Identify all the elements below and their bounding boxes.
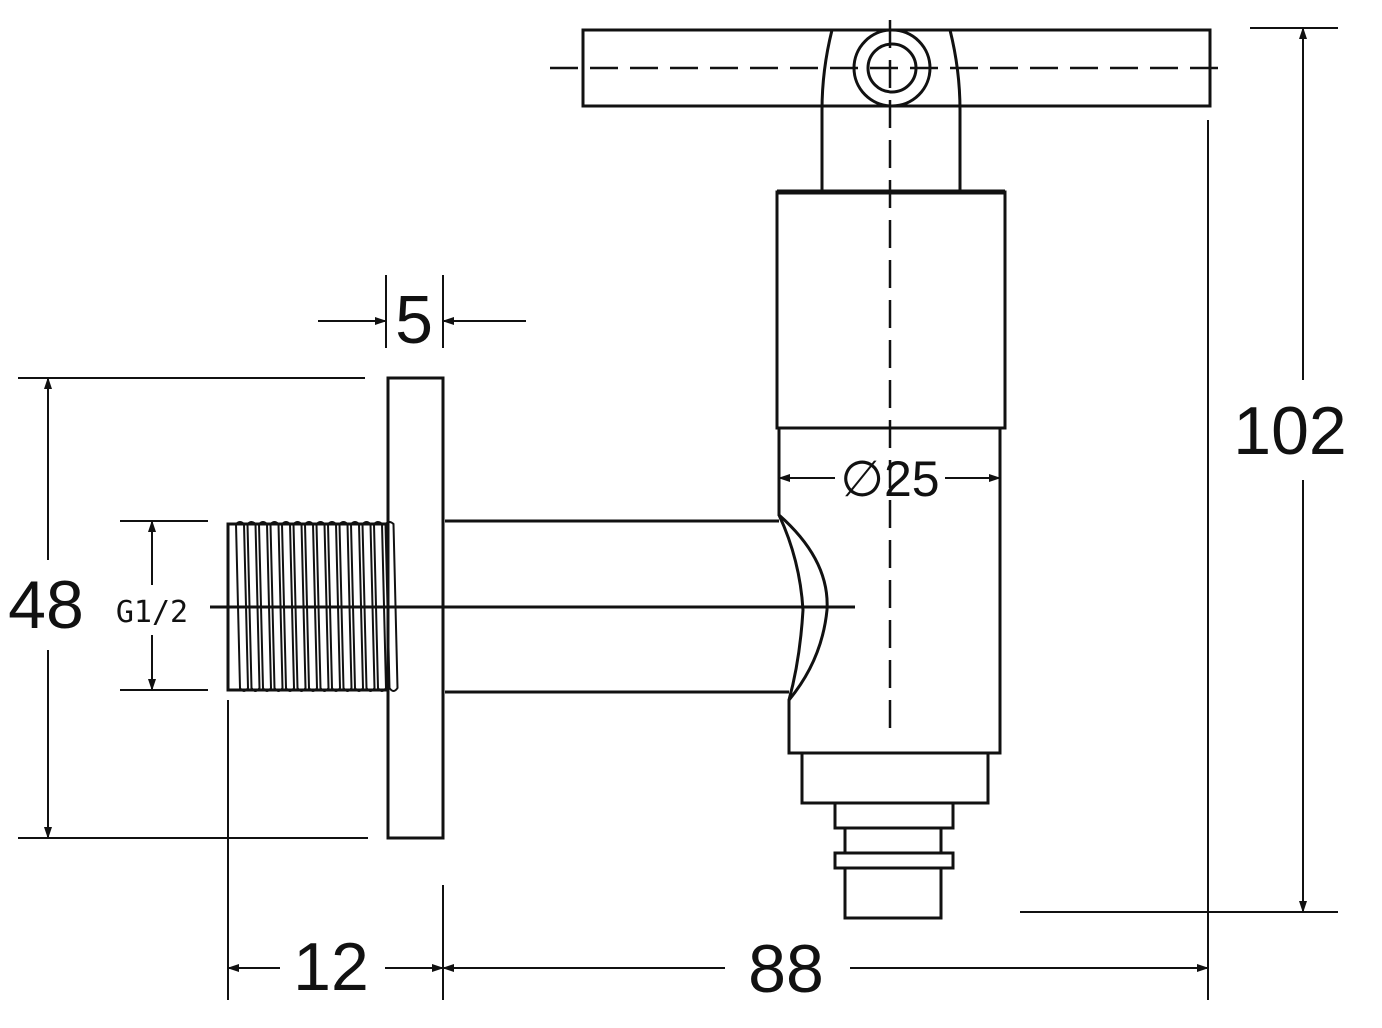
dim-thread-size: G1/2: [116, 520, 208, 691]
thread-turn: [361, 521, 376, 692]
thread-turn: [269, 521, 284, 692]
dim-flange-thickness: 5: [318, 275, 526, 358]
dim-projection: 88: [442, 120, 1209, 1007]
dim-flange-height: 48: [8, 377, 368, 839]
thread-turn: [338, 521, 353, 692]
thread-turn: [292, 521, 307, 692]
dim-total-height: 102: [1020, 27, 1347, 913]
svg-text:∅25: ∅25: [840, 451, 939, 507]
valve-body: [445, 428, 1002, 755]
thread-turn: [246, 521, 261, 692]
svg-text:G1/2: G1/2: [116, 595, 188, 630]
dim-body-diameter: ∅25: [778, 451, 1001, 507]
svg-text:48: 48: [8, 567, 84, 643]
dim-thread-length: 12: [227, 700, 444, 1005]
thread-turn: [349, 521, 365, 692]
thread-turn: [234, 521, 250, 692]
outlet-spout: [800, 751, 990, 920]
thread-turn: [257, 521, 273, 692]
thread-turn: [280, 521, 296, 692]
svg-text:5: 5: [395, 282, 433, 358]
thread-turn: [303, 521, 319, 692]
thread-turn: [315, 521, 330, 692]
svg-text:102: 102: [1233, 393, 1346, 469]
thread-turn: [372, 521, 388, 692]
thread-turn: [384, 521, 399, 692]
svg-text:12: 12: [293, 929, 369, 1005]
svg-text:88: 88: [748, 931, 824, 1007]
thread-turn: [326, 521, 342, 692]
